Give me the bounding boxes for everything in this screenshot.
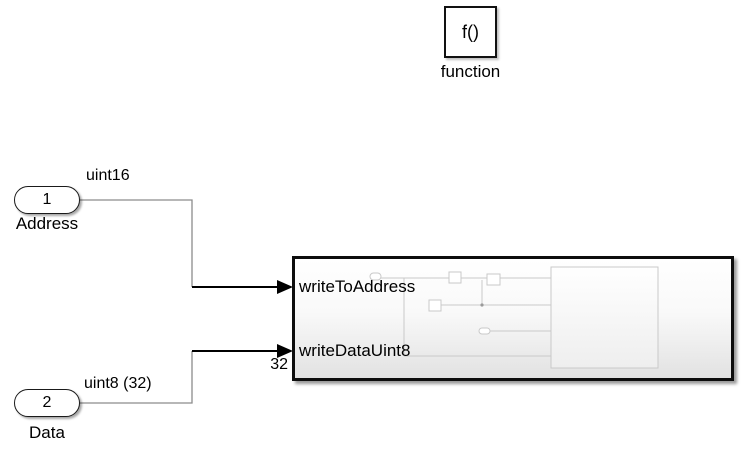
preview-inport-icon	[478, 327, 491, 335]
data-signal-wire[interactable]	[80, 351, 193, 404]
subsystem-block[interactable]: writeToAddress writeDataUint8	[292, 256, 734, 381]
signal-label-uint16[interactable]: uint16	[86, 167, 130, 184]
inport-number: 2	[42, 394, 52, 411]
subsystem-port-label-writetoaddress: writeToAddress	[299, 277, 416, 296]
subsystem-port-label-writedatauint8: writeDataUint8	[299, 341, 411, 360]
inport-block-2[interactable]: 2	[14, 389, 80, 417]
inport-number: 1	[42, 191, 52, 208]
address-signal-wire[interactable]	[80, 199, 193, 287]
function-trigger-text: f()	[462, 21, 479, 42]
inport-block-1[interactable]: 1	[14, 186, 80, 214]
preview-block-icon	[448, 271, 462, 284]
preview-inport-icon	[369, 272, 382, 281]
input-arrowhead-icon	[277, 344, 293, 358]
inport-label-address[interactable]: Address	[15, 214, 79, 233]
subsystem-preview-thumbnail	[369, 266, 659, 369]
function-block-label[interactable]: function	[440, 62, 501, 81]
signal-width-annotation: 32	[270, 356, 288, 373]
signal-label-uint8-32[interactable]: uint8 (32)	[84, 375, 152, 392]
function-trigger-block[interactable]: f()	[444, 6, 497, 58]
preview-block-icon	[486, 273, 501, 286]
preview-block-icon	[428, 299, 442, 312]
preview-chart-block	[550, 266, 659, 369]
preview-branch-dot	[480, 303, 484, 307]
input-arrowhead-icon	[277, 280, 293, 294]
inport-label-data[interactable]: Data	[29, 423, 65, 442]
